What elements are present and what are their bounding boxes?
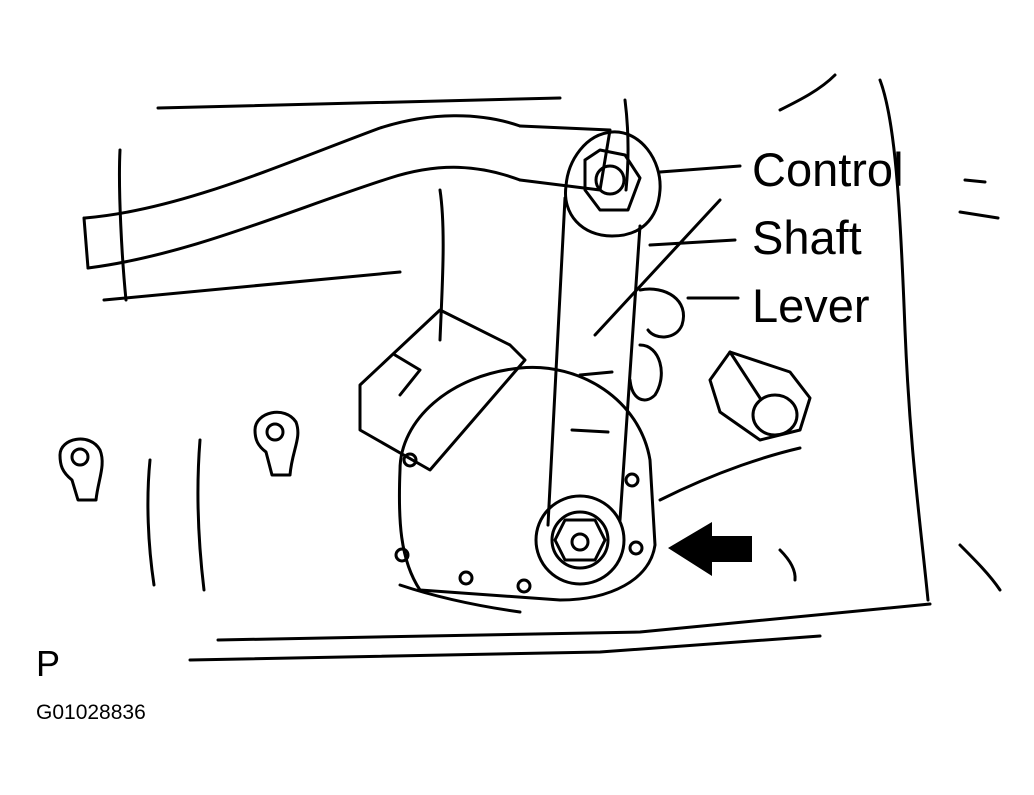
transmission-case-outline <box>104 75 1000 660</box>
neutral-start-switch <box>360 289 684 600</box>
shift-cable <box>84 116 610 268</box>
callout-label-shaft: Shaft <box>752 211 862 264</box>
position-label: P <box>36 643 61 684</box>
bracket-lug-middle <box>255 412 298 475</box>
hex-fitting <box>710 352 810 440</box>
figure-code: G01028836 <box>36 701 146 724</box>
callout-label-control: Control <box>752 143 904 196</box>
callout-label-lever: Lever <box>752 279 870 332</box>
bracket-lug-left <box>60 439 102 500</box>
direction-arrow-icon <box>668 522 752 576</box>
control-shaft-lever <box>548 132 720 525</box>
callout-leader-lines <box>650 166 740 298</box>
